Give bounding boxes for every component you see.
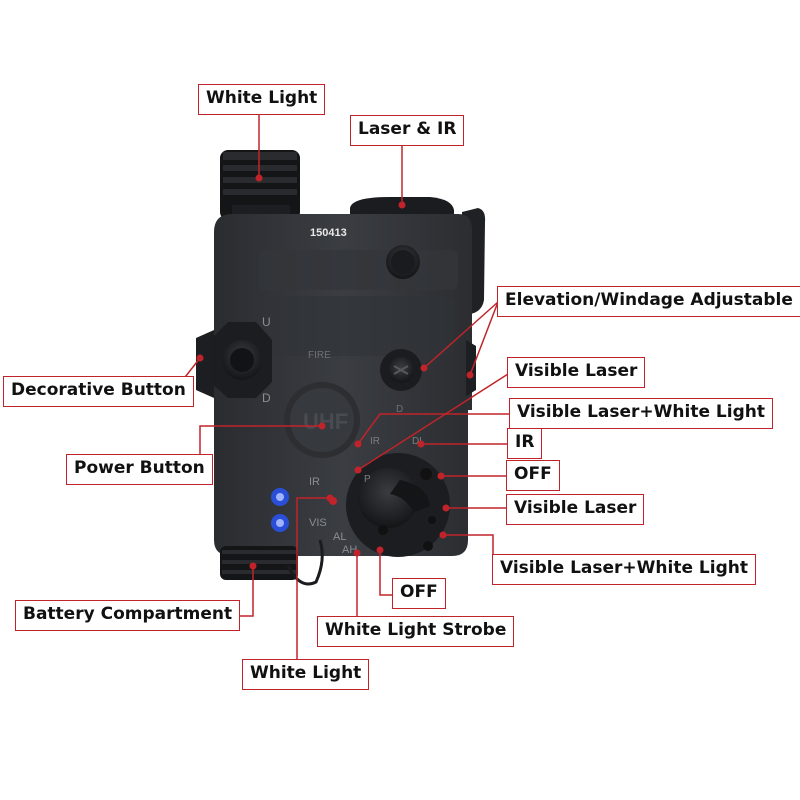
fire-marking: FIRE	[308, 350, 331, 361]
callout-white-light-strobe: White Light Strobe	[317, 616, 515, 647]
callout-visible-laser-white-light-2: Visible Laser+White Light	[492, 554, 756, 585]
callout-power-button: Power Button	[66, 454, 213, 485]
callout-laser-ir: Laser & IR	[350, 115, 465, 146]
vis-marking: VIS	[309, 517, 327, 529]
power-button-knob[interactable]: UHF	[284, 382, 360, 458]
d-marking: D	[396, 404, 403, 415]
ir-marking: IR	[309, 476, 320, 488]
callout-battery-compartment: Battery Compartment	[15, 600, 241, 631]
up-marking: U	[262, 315, 271, 329]
callout-off-2: OFF	[392, 578, 446, 609]
decorative-button-knob[interactable]: U D	[210, 315, 272, 405]
uhf-marking: UHF	[303, 409, 348, 434]
mode-selector[interactable]: P IR DL	[346, 436, 450, 557]
blue-adjust-knobs[interactable]	[271, 488, 289, 532]
elevation-knob[interactable]	[386, 245, 420, 279]
leader-dots	[196, 174, 474, 570]
battery-compartment-cap[interactable]	[220, 539, 324, 586]
callout-off-1: OFF	[506, 460, 560, 491]
callout-white-light-bottom: White Light	[242, 659, 370, 690]
callout-visible-laser-white-light-1: Visible Laser+White Light	[509, 398, 773, 429]
callout-ir: IR	[507, 428, 543, 459]
callout-visible-laser-2: Visible Laser	[506, 494, 645, 525]
callout-white-light-top: White Light	[198, 84, 326, 115]
down-marking: D	[262, 391, 271, 405]
al-marking: AL	[333, 531, 346, 543]
p-marking: P	[364, 474, 371, 485]
fire-button-knob[interactable]: FIRE D	[308, 349, 422, 415]
ir-small-marking: IR	[370, 436, 380, 447]
serial-number: 150413	[310, 227, 347, 239]
callout-decorative-button: Decorative Button	[3, 376, 194, 407]
callout-elevation-windage: Elevation/Windage Adjustable	[497, 286, 800, 317]
callout-visible-laser-1: Visible Laser	[507, 357, 646, 388]
